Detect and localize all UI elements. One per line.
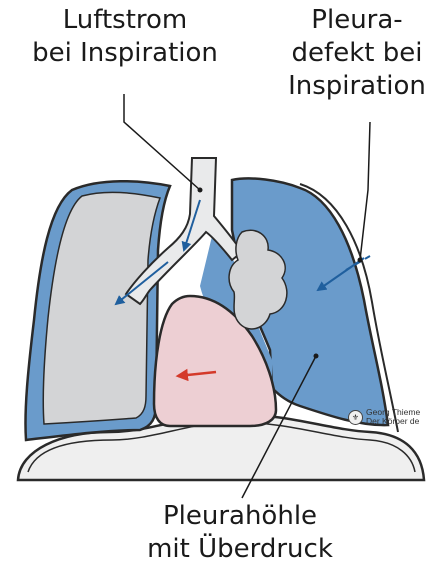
leader-line-defect <box>360 122 370 260</box>
label-cavity-line2: mit Überdruck <box>120 533 360 566</box>
label-defect-line1: Pleura- <box>272 4 442 37</box>
leader-line-airflow <box>124 94 200 190</box>
label-defect-line3: Inspiration <box>272 70 442 103</box>
leader-dot-airflow <box>198 188 203 193</box>
watermark-line2: Der Körper de <box>366 417 420 426</box>
label-airflow-line2: bei Inspiration <box>20 37 230 70</box>
label-pleural-defect: Pleura- defekt bei Inspiration <box>272 4 442 103</box>
label-airflow-line1: Luftstrom <box>20 4 230 37</box>
leader-dot-defect <box>358 258 363 263</box>
publisher-watermark: ⚜ Georg Thieme Der Körper de <box>348 408 420 426</box>
publisher-seal-icon: ⚜ <box>348 410 363 425</box>
leader-dot-cavity <box>314 354 319 359</box>
label-cavity-line1: Pleurahöhle <box>120 500 360 533</box>
label-defect-line2: defekt bei <box>272 37 442 70</box>
label-pleural-cavity: Pleurahöhle mit Überdruck <box>120 500 360 566</box>
label-airflow: Luftstrom bei Inspiration <box>20 4 230 70</box>
